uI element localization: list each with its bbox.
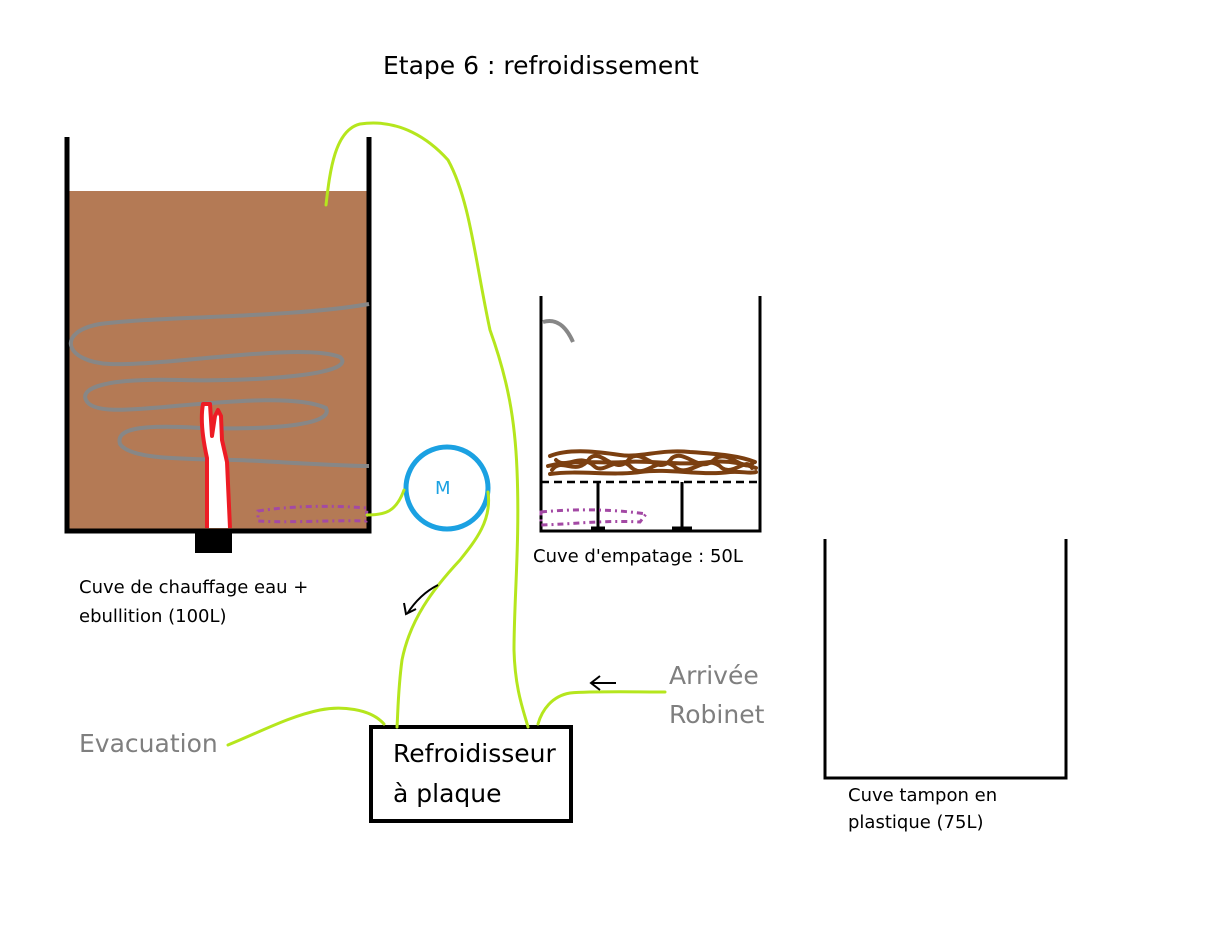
tap-inlet-label-line1: Arrivée xyxy=(669,661,759,690)
hose-evacuation xyxy=(226,706,386,747)
outlet-label: Evacuation xyxy=(79,729,218,758)
diagram-title: Etape 6 : refroidissement xyxy=(383,51,699,80)
hose-wort-to-chiller xyxy=(324,121,530,729)
pump-body xyxy=(403,444,491,532)
heating-drain-pipe xyxy=(256,504,369,524)
hose-tap-inlet xyxy=(536,690,667,726)
buffer-tank-caption-line2: plastique (75L) xyxy=(848,812,984,833)
grain-bed xyxy=(546,449,758,476)
flow-arrow-down xyxy=(403,584,439,616)
flow-arrow-left xyxy=(589,675,616,691)
hose-drain-to-pump xyxy=(365,488,406,517)
mash-tank-caption: Cuve d'empatage : 50L xyxy=(533,546,743,567)
pump-label: M xyxy=(435,478,451,499)
hose-pump-to-chiller xyxy=(395,490,491,729)
plate-chiller-label-line2: à plaque xyxy=(393,779,502,808)
mash-stirrer-hook xyxy=(542,319,575,343)
heating-tank-caption-line2: ebullition (100L) xyxy=(79,606,227,627)
buffer-tank xyxy=(823,539,1068,780)
mash-drain-pipe xyxy=(539,508,649,527)
plate-chiller xyxy=(369,725,573,823)
plate-chiller-label-line1: Refroidisseur xyxy=(393,739,556,768)
hoses xyxy=(226,121,667,747)
cooling-coil xyxy=(68,302,370,468)
tap-inlet-label-line2: Robinet xyxy=(669,700,765,729)
false-bottom-legs xyxy=(591,482,692,530)
heating-tank-wall xyxy=(64,137,372,534)
mash-tank xyxy=(539,296,762,533)
buffer-tank-wall xyxy=(823,539,1068,780)
heating-element xyxy=(199,402,232,529)
heating-tank-caption-line1: Cuve de chauffage eau + xyxy=(79,577,309,598)
buffer-tank-caption-line1: Cuve tampon en xyxy=(848,785,998,806)
heating-tank-valve xyxy=(195,533,232,553)
mash-tank-wall xyxy=(539,296,762,533)
heating-tank xyxy=(64,137,372,553)
pump xyxy=(403,444,491,532)
